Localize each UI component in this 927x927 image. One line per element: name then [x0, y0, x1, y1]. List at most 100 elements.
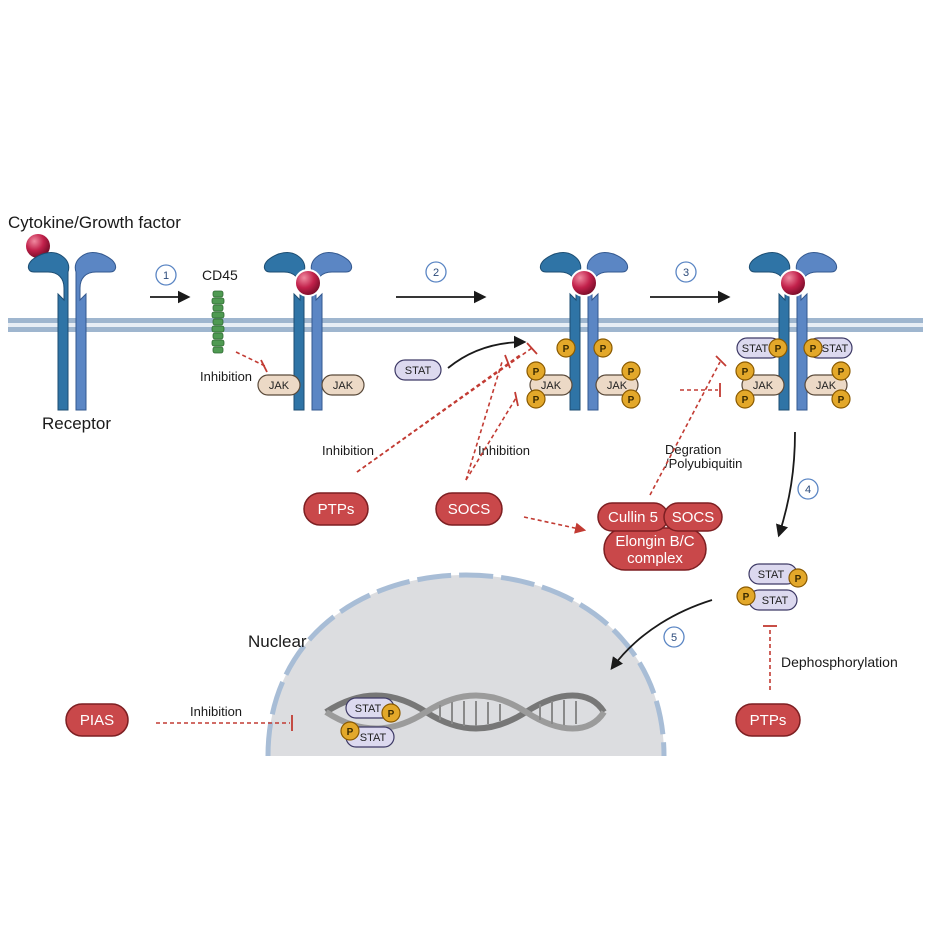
step-5-arrow — [610, 599, 713, 671]
phospho-3f-label: P — [628, 395, 635, 406]
phospho-4e — [831, 361, 851, 381]
stat-dimer-bottom-label: STAT — [762, 595, 789, 607]
ptps-bottom-pill — [735, 703, 801, 737]
stat-dimer-top-label: STAT — [758, 569, 785, 581]
degradation-bar-a — [715, 355, 727, 367]
socs-label: SOCS — [448, 501, 491, 518]
stat-dna-top-label: STAT — [355, 703, 382, 715]
step-1-marker — [155, 264, 177, 286]
e3-ligase-complex: Elongin B/C complex Cullin 5 SOCS — [597, 502, 723, 571]
stat-docked-left-label: STAT — [742, 343, 769, 355]
step-3-number: 3 — [683, 267, 689, 279]
cd45-inhibition-line — [235, 351, 266, 367]
cullin-label: Cullin 5 — [608, 509, 658, 526]
phospho-4f — [831, 389, 851, 409]
phospho-3f — [621, 389, 641, 409]
phospho-3c — [526, 361, 546, 381]
step-4-arrow — [776, 431, 796, 538]
stat-dna-p1-label: P — [388, 709, 395, 720]
phospho-3a-label: P — [563, 344, 570, 355]
ptps-inhibition-label: Inhibition — [322, 443, 374, 458]
ptps-top-label: PTPs — [318, 501, 355, 518]
complex-socs-pill — [663, 502, 723, 532]
phospho-4b — [803, 338, 823, 358]
dephosphorylation-label: Dephosphorylation — [781, 654, 898, 670]
degradation-label: Degration — [665, 442, 721, 457]
step-3-marker — [675, 261, 697, 283]
socs-inhibition-bar-b — [514, 391, 519, 407]
phospho-4f-label: P — [838, 395, 845, 406]
phospho-4d-label: P — [742, 395, 749, 406]
ligand-bound-4 — [779, 269, 807, 297]
stat-dimer-p1-label: P — [795, 574, 802, 585]
socs-inhibition-label: Inhibition — [478, 443, 530, 458]
cd45-inhibition-bar — [260, 359, 268, 373]
cd45-label: CD45 — [202, 267, 238, 283]
phospho-4a — [768, 338, 788, 358]
jak-left-2 — [257, 374, 301, 396]
stat-docked-right-label: STAT — [822, 343, 849, 355]
ligand-bound-3 — [570, 269, 598, 297]
phospho-3e-label: P — [628, 367, 635, 378]
jak-left-3 — [529, 374, 573, 396]
pias-label: PIAS — [80, 712, 114, 729]
jak-left-4-label: JAK — [753, 380, 774, 392]
stat-dimer-p1 — [788, 568, 808, 588]
stat-dna-p1 — [381, 703, 401, 723]
jak-left-4 — [741, 374, 785, 396]
elongin-line1: Elongin B/C — [615, 533, 694, 550]
phospho-4c — [735, 361, 755, 381]
socs-pill — [435, 492, 503, 526]
elongin-line2: complex — [627, 550, 683, 567]
step-1-number: 1 — [163, 270, 169, 282]
phospho-4a-label: P — [775, 344, 782, 355]
ligand-bound-2 — [294, 269, 322, 297]
step-5-number: 5 — [671, 632, 677, 644]
ptps-inhibition-bar — [526, 342, 538, 355]
phospho-4e-label: P — [838, 367, 845, 378]
socs-inhibition-bar-a — [504, 354, 511, 369]
receptor-label: Receptor — [42, 414, 111, 433]
phospho-3b — [593, 338, 613, 358]
socs-inhibition-line-a — [465, 361, 503, 481]
jak-right-2 — [321, 374, 365, 396]
ptps-top-pill — [303, 492, 369, 526]
step-5-marker — [663, 626, 685, 648]
stat-dimer-p2 — [736, 586, 756, 606]
ligand-molecule — [26, 234, 50, 258]
cell-membrane — [8, 318, 923, 332]
step-4-marker — [797, 478, 819, 500]
jak-right-3-label: JAK — [607, 380, 628, 392]
stat-dna-p2-label: P — [347, 727, 354, 738]
stat-recruit-arrow — [447, 335, 527, 369]
stat-free — [394, 359, 442, 381]
stat-dna-bottom-label: STAT — [360, 732, 387, 744]
step-2-marker — [425, 261, 447, 283]
jak-left-3-label: JAK — [541, 380, 562, 392]
cd45-protein — [211, 290, 225, 354]
stat-dimer-p2-label: P — [743, 592, 750, 603]
ligand-title: Cytokine/Growth factor — [8, 213, 181, 232]
phospho-4d — [735, 389, 755, 409]
phospho-3d — [526, 389, 546, 409]
phospho-3b-label: P — [600, 344, 607, 355]
nuclear-label: Nuclear — [248, 632, 307, 651]
phospho-3d-label: P — [533, 395, 540, 406]
phospho-3e — [621, 361, 641, 381]
stat-free-label: STAT — [405, 365, 432, 377]
jak-right-4-label: JAK — [816, 380, 837, 392]
jak-right-4 — [804, 374, 848, 396]
step-4-number: 4 — [805, 484, 811, 496]
ptps-bottom-label: PTPs — [750, 712, 787, 729]
jak-right-3 — [595, 374, 639, 396]
cd45-inhibition-label: Inhibition — [200, 369, 252, 384]
phospho-4c-label: P — [742, 367, 749, 378]
complex-socs-label: SOCS — [672, 509, 715, 526]
phospho-3c-label: P — [533, 367, 540, 378]
socs-complex-arrow — [523, 516, 587, 534]
phospho-4b-label: P — [810, 344, 817, 355]
ptps-inhibition-line-b — [356, 347, 533, 473]
polyubiquitin-label: /Polyubiquitin — [665, 456, 742, 471]
